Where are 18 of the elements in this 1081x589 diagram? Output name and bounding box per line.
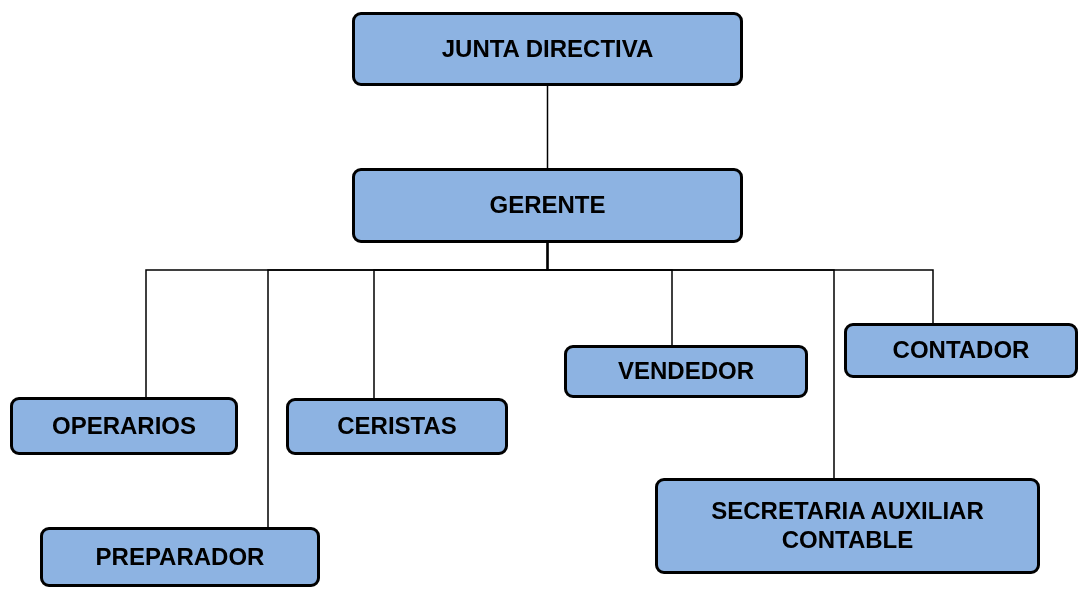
position-box xyxy=(352,12,743,86)
position-title: CONTADOR xyxy=(892,336,1030,365)
position-title: OPERARIOS xyxy=(52,411,196,441)
position-box xyxy=(844,323,1078,378)
position-box xyxy=(286,398,508,455)
position-title: JUNTA DIRECTIVA xyxy=(441,34,654,64)
position-box xyxy=(10,397,238,455)
position-box xyxy=(40,527,320,587)
connector-line xyxy=(546,85,549,169)
position-box xyxy=(655,478,1040,574)
position-title: GERENTE xyxy=(489,191,606,220)
position-box xyxy=(564,345,808,398)
position-title: CERISTAS xyxy=(337,412,457,441)
position-title: PREPARADOR xyxy=(95,542,265,572)
position-title: VENDEDOR xyxy=(618,357,754,386)
connector-line xyxy=(546,242,934,324)
position-title: SECRETARIA AUXILIAR CONTABLE xyxy=(710,497,985,555)
position-box xyxy=(352,168,743,243)
